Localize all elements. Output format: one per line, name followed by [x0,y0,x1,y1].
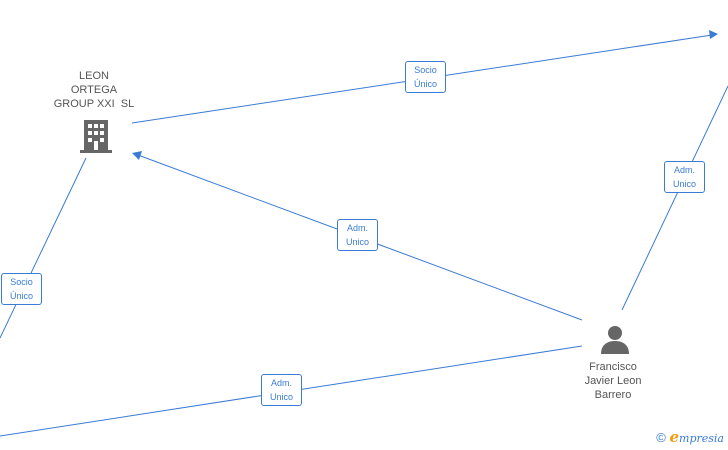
edge-label-adm-unico-right[interactable]: Adm. Unico [664,161,705,193]
company-node-label[interactable]: LEON ORTEGA GROUP XXI SL [44,69,144,111]
empresia-watermark: © empresia [656,428,724,446]
edge-label-adm-unico-middle[interactable]: Adm. Unico [337,219,378,251]
arrowhead-top-right [709,30,718,39]
edge-label-socio-unico-top[interactable]: Socio Único [405,61,446,93]
person-name-line: Barrero [594,389,632,401]
edge-label-line: Unico [672,179,696,189]
edge-label-line: Único [413,79,437,89]
edge-label-line: Unico [269,392,293,402]
edge-label-line: Adm. [270,378,292,388]
edge-label-line: Único [9,291,33,301]
person-node-label[interactable]: Francisco Javier Leon Barrero [568,360,658,402]
copyright-symbol: © [656,430,666,445]
edge-label-line: Socio [414,65,437,75]
empresia-logo-e: e [669,428,680,446]
edge-company-to-bottom-left [0,157,87,339]
edge-label-line: Unico [345,237,369,247]
person-name-line: Francisco [589,361,637,373]
company-name-line: GROUP XXI SL [53,98,135,110]
arrowhead-company [132,151,142,160]
person-name-line: Javier Leon [584,375,642,387]
edge-label-line: Adm. [346,223,368,233]
building-icon[interactable] [80,120,112,153]
empresia-logo-text: mpresia [679,432,724,445]
company-name-line: LEON [79,70,109,82]
edge-label-line: Socio [10,277,33,287]
person-icon[interactable] [601,326,629,354]
edge-label-line: Adm. [673,165,695,175]
company-name-line: ORTEGA [70,84,118,96]
edge-label-adm-unico-bottom[interactable]: Adm. Unico [261,374,302,406]
edge-person-to-right [621,85,728,311]
edge-label-socio-unico-left[interactable]: Socio Único [1,273,42,305]
